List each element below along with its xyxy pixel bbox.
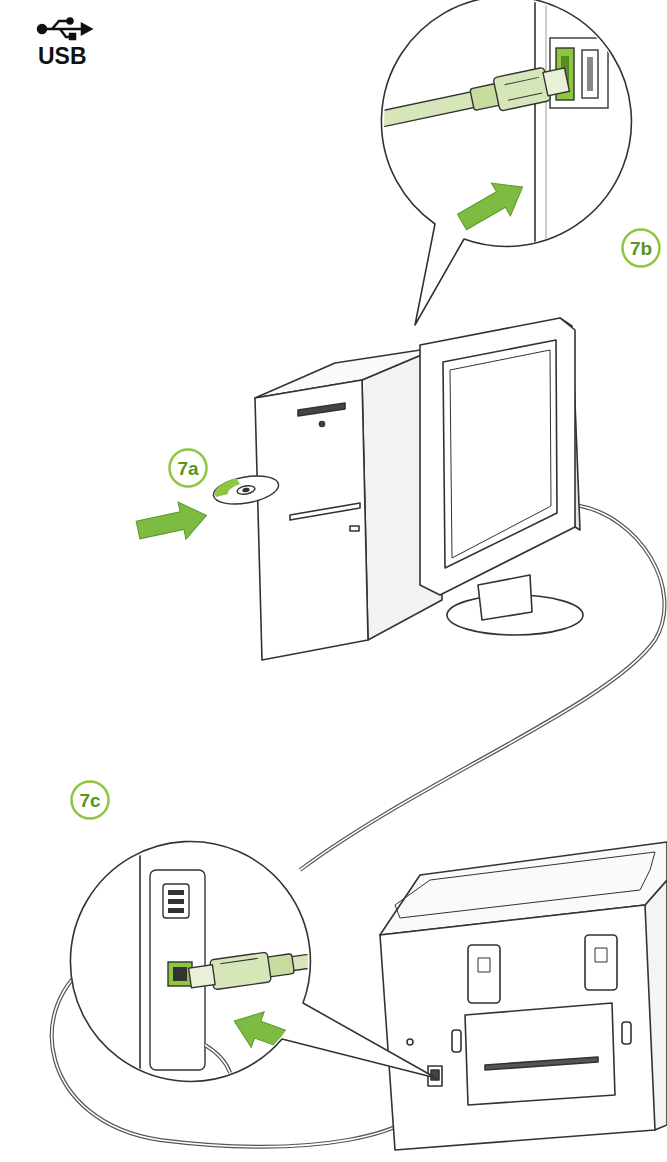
printer-usb-port-detail-part [168, 962, 192, 986]
usb-plug-part [505, 77, 539, 84]
cd-disc-part [243, 488, 249, 492]
insert-arrow-part [228, 1003, 307, 1063]
printer-usb-port-detail-part [163, 884, 189, 918]
usb-symbol-part [68, 19, 73, 24]
computer-tower-part [320, 422, 325, 427]
callout-number: 7c [79, 791, 100, 810]
computer-tower-part [350, 526, 359, 531]
callout-circle: 7a [168, 448, 208, 488]
printer-usb-port-detail-part [205, 1045, 232, 1100]
callout-circle: 7c [70, 780, 110, 820]
printer-usb-port-detail-part [139, 840, 141, 1085]
computer-usb-port-detail-part [587, 57, 593, 91]
usb-symbol-part [70, 34, 75, 39]
usb-plug-part [373, 91, 479, 128]
connection-type-label: USB [38, 45, 87, 68]
usb-plug-part [543, 68, 570, 96]
usb-symbol-part [38, 25, 46, 33]
usb-symbol-part [44, 28, 82, 31]
printer-part [468, 945, 500, 1003]
computer-usb-port-detail-part [534, 0, 536, 250]
printer-part [485, 1057, 598, 1070]
callout-text-holder: 7a [168, 448, 208, 488]
printer-part [407, 1039, 413, 1045]
computer-tower-part [290, 503, 360, 520]
printer-usb-port-detail [140, 840, 400, 1100]
usb-symbol [38, 19, 91, 40]
usb-plug-part [508, 93, 542, 100]
cd-disc [211, 471, 281, 508]
insert-arrow-part [453, 171, 533, 239]
insert-arrow [228, 1003, 307, 1063]
computer-tower-part [255, 380, 368, 660]
printer-part [465, 1003, 615, 1105]
monitor-part [478, 575, 532, 620]
printer-part [585, 935, 617, 990]
usb-plug [188, 934, 400, 993]
monitor [420, 318, 583, 635]
callout-circle-shape [72, 782, 109, 819]
printer-usb-port-detail-part [168, 908, 184, 913]
callout-circle: 7b [621, 228, 661, 268]
cd-disc-part [211, 471, 281, 508]
computer-tower [255, 347, 442, 660]
magnifier-bubble-part [381, 0, 631, 325]
printer [380, 842, 667, 1150]
usb-symbol-part [52, 21, 68, 29]
insert-arrow-part [134, 497, 210, 549]
computer-usb-port-detail-part [546, 0, 547, 250]
printer-part [478, 958, 490, 972]
cd-disc-part [236, 484, 255, 495]
usb-plug [371, 63, 571, 137]
usb-plug-part [288, 942, 399, 971]
computer-usb-port-detail [371, 0, 608, 250]
printer-usb-port-detail-part [168, 890, 184, 895]
insert-arrow [134, 497, 210, 549]
computer-usb-port-detail-part [582, 50, 598, 98]
monitor-part [420, 318, 575, 595]
magnifier-bubble-part [70, 841, 436, 1081]
callout-number: 7a [177, 459, 198, 478]
printer-usb-port-detail-part [173, 967, 187, 981]
callout-number: 7b [630, 239, 652, 258]
printer-part [452, 1030, 461, 1052]
cd-disc-part [215, 478, 240, 497]
printer-usb-port-detail-part [205, 1045, 232, 1100]
magnifier-bubble [371, 0, 632, 325]
computer-tower-part [298, 403, 345, 416]
printer-part [622, 1022, 631, 1044]
usb-plug-part [493, 67, 551, 111]
usb-symbol-part [82, 24, 91, 34]
insert-arrow [453, 171, 533, 239]
printer-usb-port-detail-part [168, 899, 184, 904]
monitor-part [443, 340, 557, 568]
callout-text-holder: 7b [621, 228, 661, 268]
callout-circle-shape [623, 230, 660, 267]
printer-part [595, 948, 607, 962]
magnifier-bubble [70, 840, 436, 1100]
callout-text-holder: 7c [70, 780, 110, 820]
usb-plug-part [220, 958, 258, 963]
monitor-part [450, 350, 551, 558]
usb-plug-part [210, 952, 272, 990]
printer-part [380, 905, 655, 1150]
callout-circle-shape [170, 450, 207, 487]
usb-plug-part [189, 965, 216, 988]
